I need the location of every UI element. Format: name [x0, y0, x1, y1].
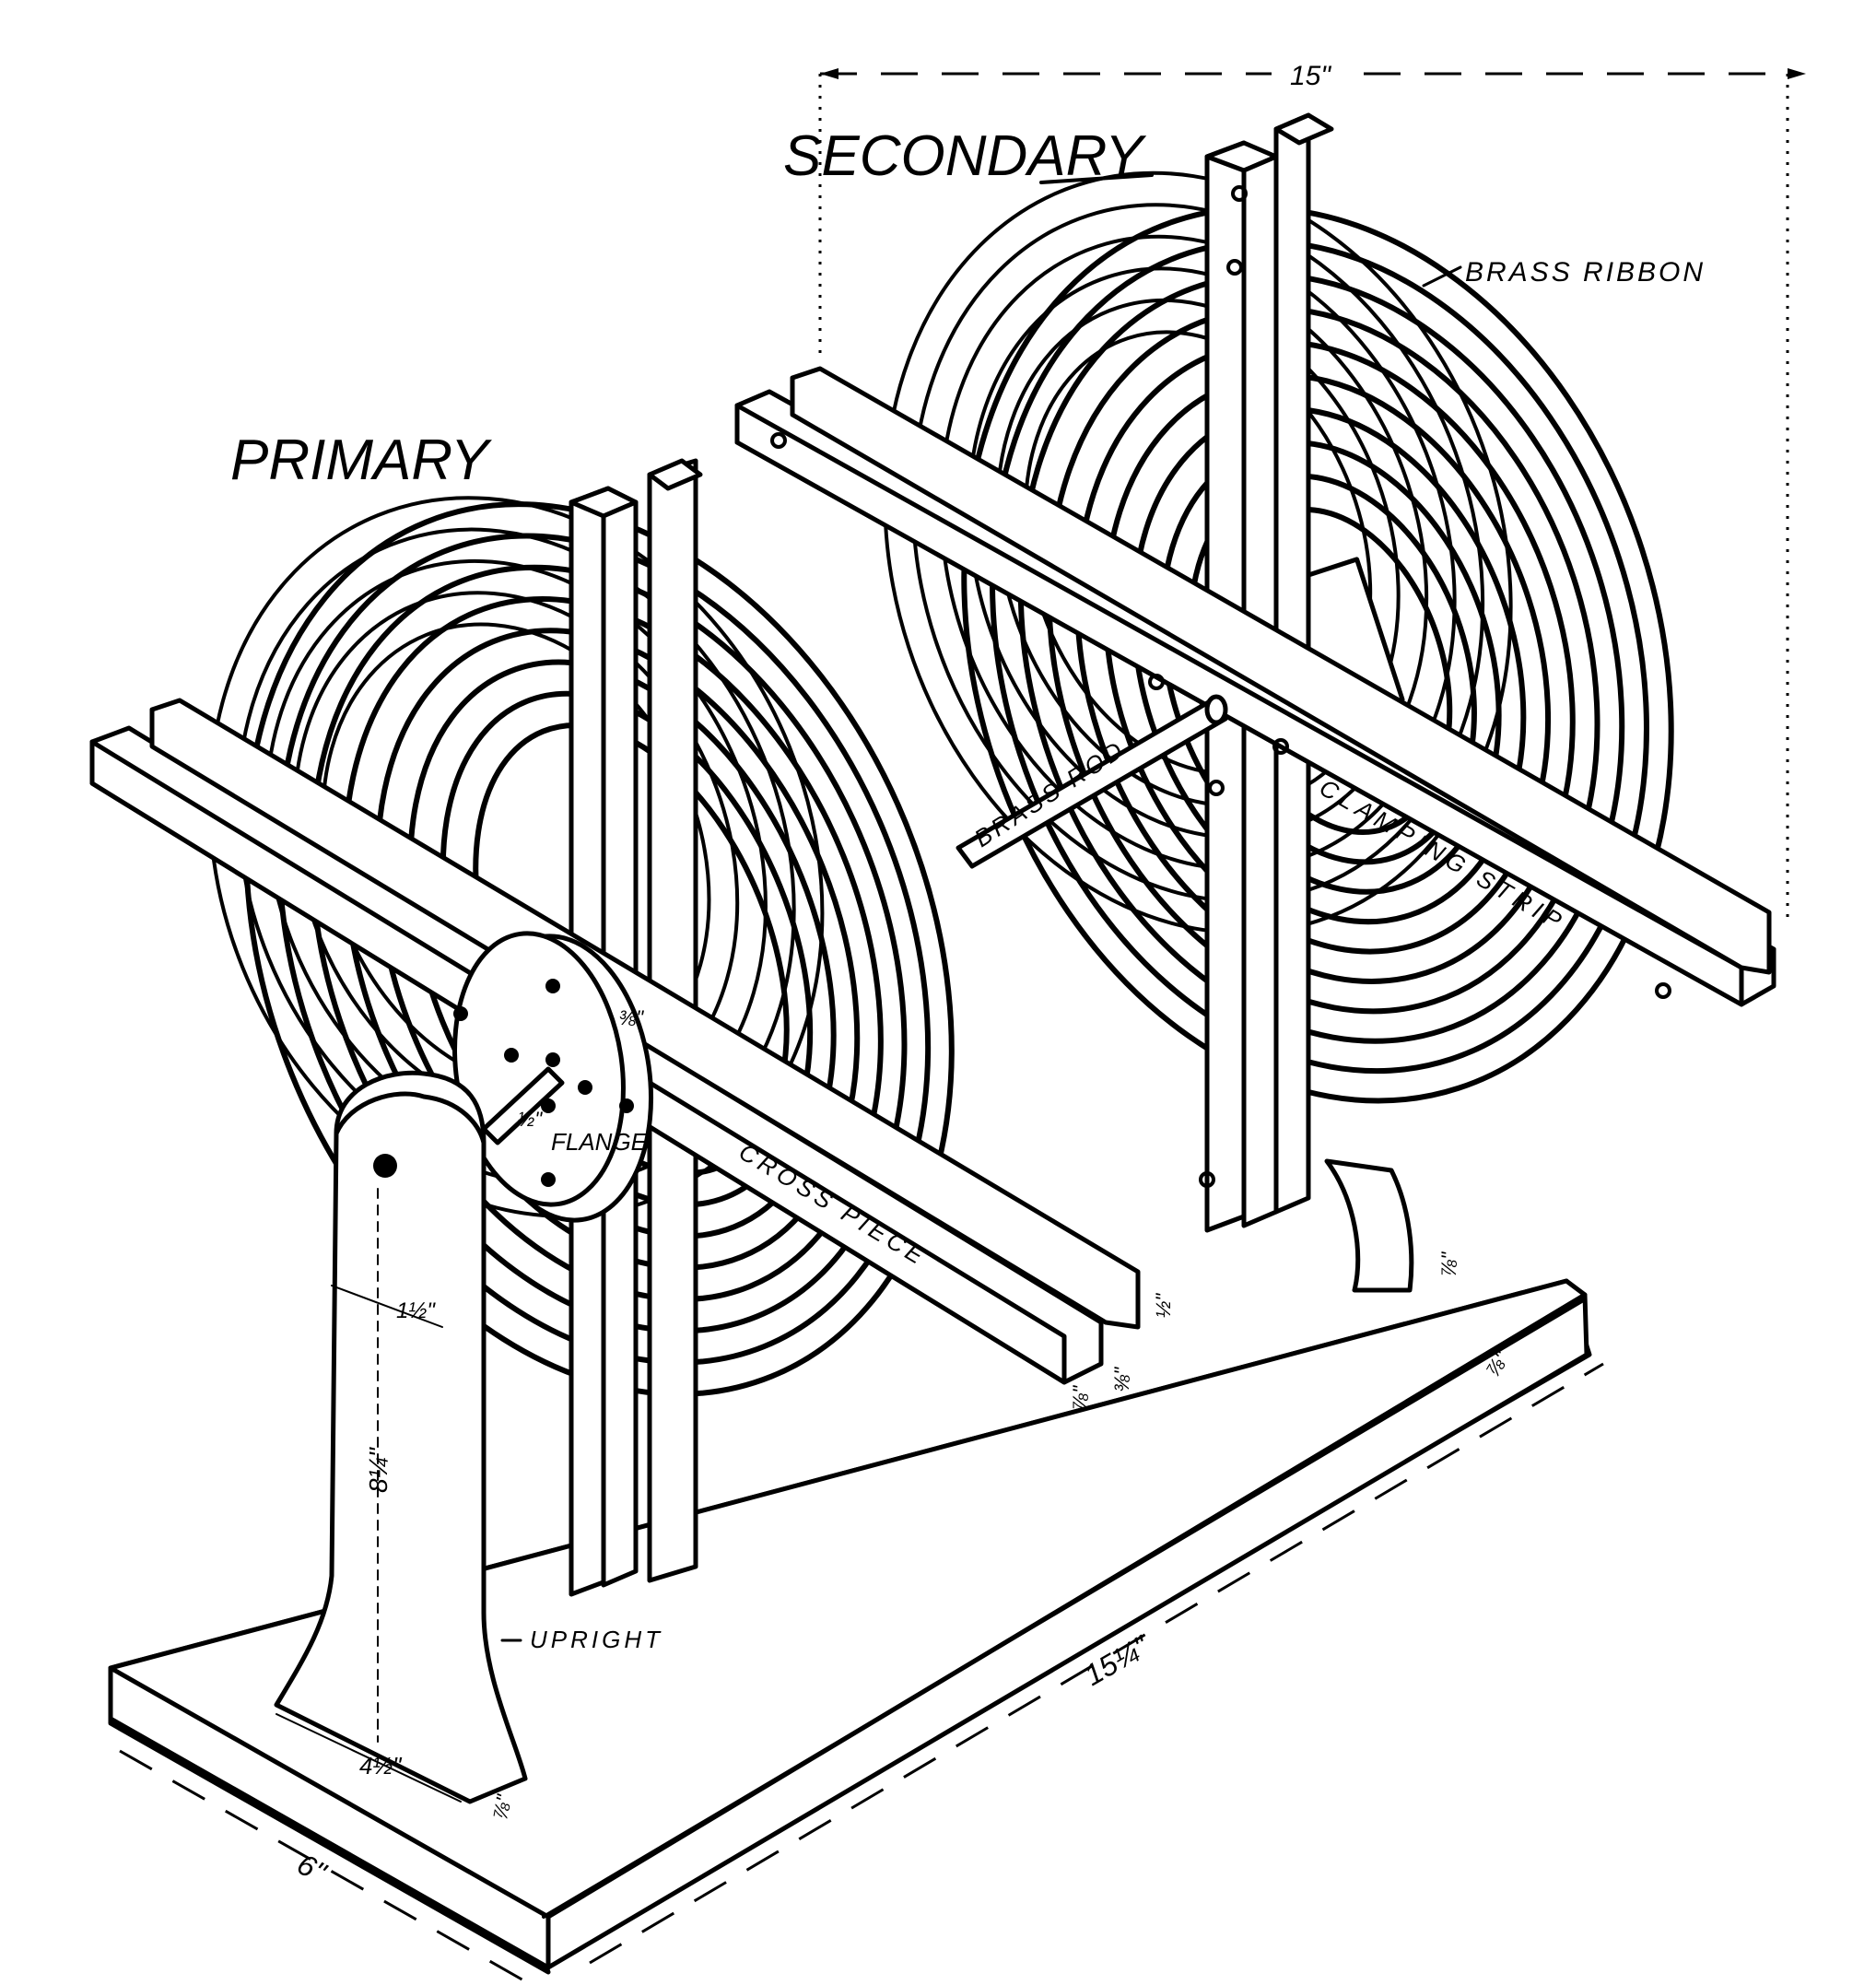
upright-foot-dim: 4½"	[359, 1752, 403, 1779]
upright-thickness-dim: ⅞"	[488, 1792, 515, 1821]
cross-piece-width-dim: ⅜"	[1110, 1367, 1133, 1392]
brass-ribbon-leader	[1422, 265, 1462, 288]
flange-side-dim: ½"	[518, 1108, 543, 1131]
secondary-dimension-frame	[818, 68, 1806, 922]
secondary-foot-dim: ⅞"	[1437, 1251, 1460, 1276]
upright-dimensions	[276, 1188, 462, 1803]
cross-piece-depth-dim: ⅞"	[1069, 1385, 1092, 1410]
secondary-clamping-strip	[734, 366, 1776, 1007]
secondary-heading: SECONDARY	[783, 124, 1147, 188]
upright-neck-dim: 1½"	[396, 1298, 436, 1323]
base-dimensions	[119, 1362, 1604, 1983]
flange-edge-dim: ⅜"	[619, 1006, 644, 1029]
cross-piece-height-dim: ½"	[1152, 1293, 1175, 1318]
brass-ribbon-label: BRASS RIBBON	[1465, 257, 1706, 288]
secondary-underline	[1039, 173, 1154, 184]
primary-rod	[481, 1066, 565, 1145]
upright	[274, 1070, 528, 1804]
flange-label: FLANGE	[551, 1128, 648, 1156]
secondary-foot	[1324, 1158, 1414, 1293]
upright-label: UPRIGHT	[530, 1626, 663, 1653]
brass-rod	[956, 694, 1228, 869]
secondary-width-dim: 15"	[1290, 61, 1331, 91]
secondary-vertical-strip	[1199, 112, 1334, 1233]
primary-heading: PRIMARY	[230, 429, 493, 492]
upright-height-dim: 8¼"	[364, 1447, 393, 1493]
